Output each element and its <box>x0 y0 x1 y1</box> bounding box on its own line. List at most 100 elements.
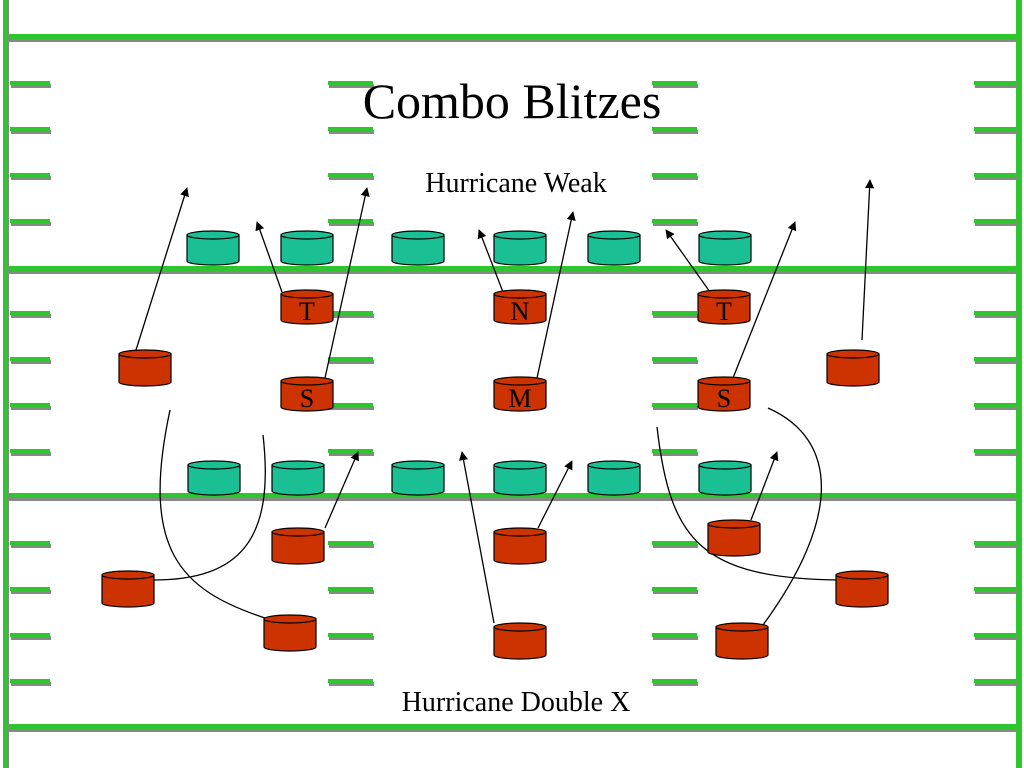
hash-mark-shadow <box>975 544 1017 548</box>
route-arrow <box>732 221 797 379</box>
field-lines <box>3 0 1022 768</box>
hash-mark <box>328 587 373 591</box>
defender: N <box>493 289 547 326</box>
hash-mark-shadow <box>329 590 374 594</box>
bottom-play-label: Hurricane Double X <box>402 687 631 718</box>
hash-mark-shadow <box>329 360 374 364</box>
hash-mark-shadow <box>329 130 374 134</box>
defender: T <box>280 289 334 326</box>
defender <box>271 527 325 565</box>
hash-mark <box>652 679 697 683</box>
hash-mark <box>652 357 697 361</box>
offense-lineman <box>187 460 241 496</box>
hash-mark <box>10 633 50 637</box>
route-curve <box>159 409 266 619</box>
hash-mark <box>328 541 373 545</box>
yard-line-shadow <box>9 496 1016 501</box>
hash-mark-shadow <box>11 636 51 640</box>
hash-mark-shadow <box>975 314 1017 318</box>
hash-mark <box>974 81 1016 85</box>
yard-line-shadow <box>9 37 1016 42</box>
offense-lineman <box>493 230 547 266</box>
hash-mark <box>328 219 373 223</box>
hash-mark <box>10 541 50 545</box>
hash-mark-shadow <box>329 406 374 410</box>
yard-line-lower-mid <box>9 493 1016 498</box>
hash-mark <box>974 587 1016 591</box>
hash-mark-shadow <box>975 406 1017 410</box>
hash-mark-shadow <box>653 130 698 134</box>
route-arrow <box>536 211 576 379</box>
hash-mark <box>328 357 373 361</box>
hash-mark-shadow <box>11 590 51 594</box>
hash-mark-shadow <box>653 314 698 318</box>
offense-lineman <box>271 460 325 496</box>
hash-mark <box>652 81 697 85</box>
hash-mark <box>10 679 50 683</box>
hash-mark <box>10 403 50 407</box>
offense-lineman <box>186 230 240 266</box>
hash-mark <box>10 357 50 361</box>
hash-mark-shadow <box>653 406 698 410</box>
hash-mark-shadow <box>975 452 1017 456</box>
position-label: S <box>717 384 731 413</box>
route-arrow <box>324 451 359 529</box>
hash-mark <box>328 127 373 131</box>
hash-mark <box>974 679 1016 683</box>
route-curve <box>656 426 839 581</box>
hash-mark <box>328 81 373 85</box>
hash-mark <box>328 403 373 407</box>
hash-mark <box>652 173 697 177</box>
hash-mark-shadow <box>975 360 1017 364</box>
position-label: T <box>716 297 732 326</box>
hash-mark-shadow <box>653 452 698 456</box>
hash-mark-shadow <box>653 360 698 364</box>
hash-mark <box>974 357 1016 361</box>
right-sideline <box>1016 0 1021 768</box>
hash-mark-shadow <box>975 222 1017 226</box>
hash-mark <box>974 403 1016 407</box>
route-arrow <box>750 451 779 521</box>
route-curve <box>152 434 266 581</box>
position-label: S <box>300 384 314 413</box>
hash-mark <box>10 173 50 177</box>
hash-mark <box>10 81 50 85</box>
hash-mark-shadow <box>653 84 698 88</box>
route-arrow <box>477 229 504 293</box>
slide-title: Combo Blitzes <box>363 73 662 129</box>
hash-mark-shadow <box>11 130 51 134</box>
hash-mark <box>652 311 697 315</box>
position-label: N <box>511 297 530 326</box>
hash-mark-shadow <box>329 176 374 180</box>
hash-mark <box>10 587 50 591</box>
hash-mark <box>328 311 373 315</box>
hash-mark-shadow <box>11 360 51 364</box>
yard-line-upper-mid <box>9 266 1016 271</box>
defender: S <box>280 376 334 413</box>
hash-mark-shadow <box>11 84 51 88</box>
hash-mark <box>652 541 697 545</box>
hash-mark <box>652 127 697 131</box>
defender: M <box>493 376 547 413</box>
yard-line-top <box>9 34 1016 39</box>
hash-mark-shadow <box>329 544 374 548</box>
hash-mark-shadow <box>329 84 374 88</box>
hash-mark <box>974 219 1016 223</box>
offense-lineman <box>587 460 641 496</box>
hash-mark <box>328 633 373 637</box>
hash-mark-shadow <box>329 222 374 226</box>
hash-mark-shadow <box>653 222 698 226</box>
hash-mark-shadow <box>975 130 1017 134</box>
defender <box>101 570 155 608</box>
hash-mark <box>652 449 697 453</box>
route-arrow <box>459 451 495 624</box>
route-arrow <box>861 179 875 341</box>
route-arrow <box>537 460 573 529</box>
route-arrow <box>255 221 283 293</box>
position-label: T <box>299 297 315 326</box>
hash-mark-shadow <box>11 406 51 410</box>
offense-lineman <box>493 460 547 496</box>
routes <box>135 179 875 626</box>
defender <box>715 622 769 660</box>
